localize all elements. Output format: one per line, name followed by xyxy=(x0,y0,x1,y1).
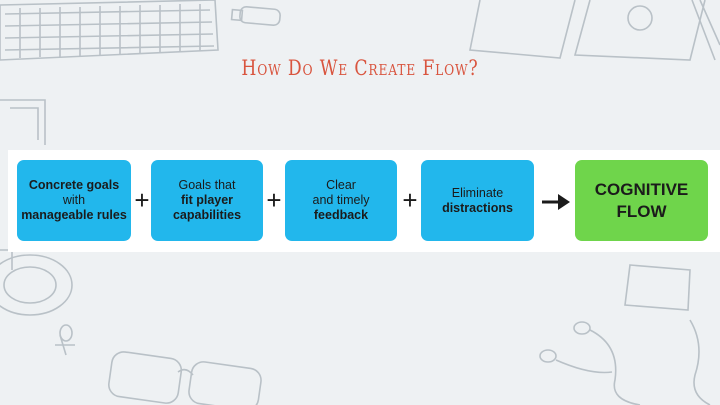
result-line: COGNITIVE xyxy=(594,179,689,199)
step-line: fit player xyxy=(180,193,234,207)
step-box-concrete-goals: Concrete goals with manageable rules xyxy=(17,160,131,241)
step-line: Eliminate xyxy=(451,185,504,200)
step-box-player-capabilities: Goals that fit player capabilities xyxy=(151,160,263,241)
step-box-feedback: Clear and timely feedback xyxy=(285,160,397,241)
plus-operator: + xyxy=(266,185,282,215)
keyboard-sketch xyxy=(0,0,219,61)
step-line: manageable rules xyxy=(21,208,127,222)
step-line: Clear xyxy=(326,178,356,192)
step-line: Goals that xyxy=(178,178,236,192)
step-line: capabilities xyxy=(172,208,242,222)
eyeglasses-sketch xyxy=(108,351,262,405)
plus-operator: + xyxy=(134,185,150,215)
result-box-cognitive-flow: COGNITIVE FLOW xyxy=(575,160,708,241)
notebook-sketch xyxy=(469,0,720,61)
step-line: Concrete goals xyxy=(28,178,120,192)
step-line: distractions xyxy=(442,200,513,215)
plus-operator: + xyxy=(402,185,418,215)
sticky-note-sketch xyxy=(624,264,691,311)
step-line: feedback xyxy=(313,208,369,222)
step-line: with xyxy=(62,193,86,207)
usb-drive-sketch xyxy=(230,5,281,27)
coffee-cup-sketch xyxy=(0,254,75,356)
flow-diagram: Concrete goals with manageable rules + G… xyxy=(8,150,720,252)
step-box-eliminate-distractions: Eliminate distractions xyxy=(421,160,534,241)
step-line: and timely xyxy=(312,193,370,207)
earphones-sketch xyxy=(539,319,711,405)
slide-title: How Do We Create Flow? xyxy=(241,56,479,80)
arrow-right-icon xyxy=(542,194,570,210)
result-line: FLOW xyxy=(616,201,667,221)
